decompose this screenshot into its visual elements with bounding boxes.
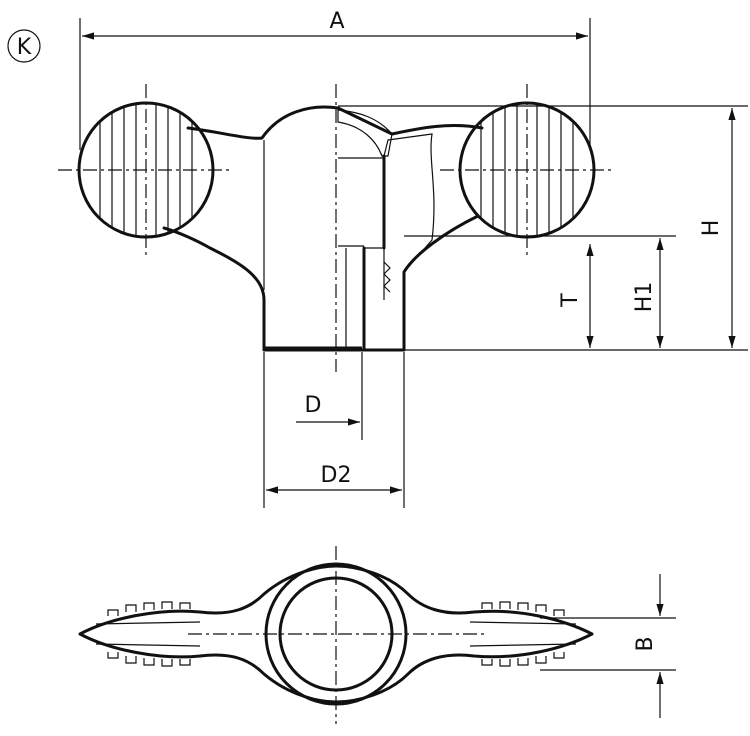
variant-marker-label: K <box>17 35 32 60</box>
dim-b-label: B <box>633 636 658 651</box>
plan-outline <box>78 564 594 704</box>
variant-marker: K <box>7 29 41 63</box>
variant-marker-circle <box>7 29 41 63</box>
dim-t-label: T <box>558 293 583 308</box>
side-view: A <box>58 9 748 508</box>
right-wing-grooves <box>469 601 577 667</box>
dim-d-label: D <box>305 393 322 418</box>
section-cap-hatch <box>337 109 393 157</box>
right-wing-ball <box>440 84 614 256</box>
dim-h-label: H <box>699 220 724 237</box>
left-wing-grooves <box>95 601 201 667</box>
section-body-hatch <box>363 133 435 351</box>
dim-d2-label: D2 <box>321 463 352 488</box>
dim-a-label: A <box>329 9 344 34</box>
section-view <box>337 109 435 352</box>
dim-h1-label: H1 <box>632 282 657 313</box>
plan-view: B <box>78 546 676 724</box>
left-wing-ball <box>58 84 232 256</box>
knob-body-outline <box>162 105 484 352</box>
thread-profile <box>383 261 391 293</box>
